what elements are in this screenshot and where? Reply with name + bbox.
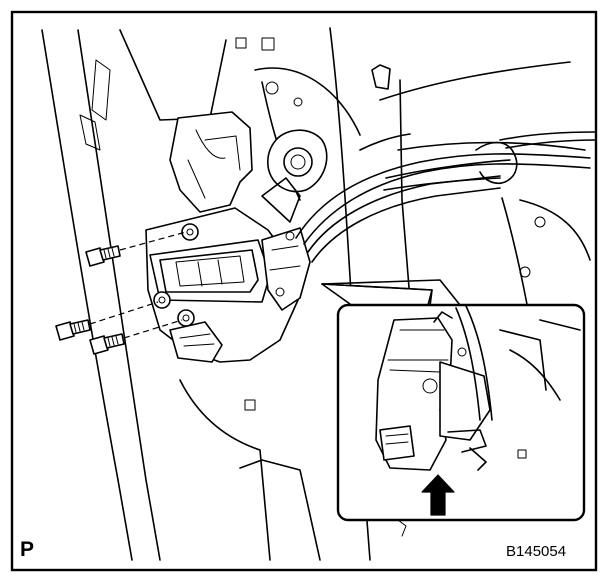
figure-code: B145054 [506,543,567,560]
detail-view-lock [375,305,581,471]
bolt-upper [85,231,187,267]
door-lock-assembly [145,111,328,363]
outer-frame [10,10,598,572]
bolt-middle [55,301,159,341]
bolt-icon [55,319,91,341]
control-cables [295,131,597,263]
bolt-icon [85,245,121,267]
arrow-up-icon [421,474,455,516]
bolt-icon [89,333,125,355]
corner-letter: P [20,538,35,561]
bolt-lower [89,319,183,355]
